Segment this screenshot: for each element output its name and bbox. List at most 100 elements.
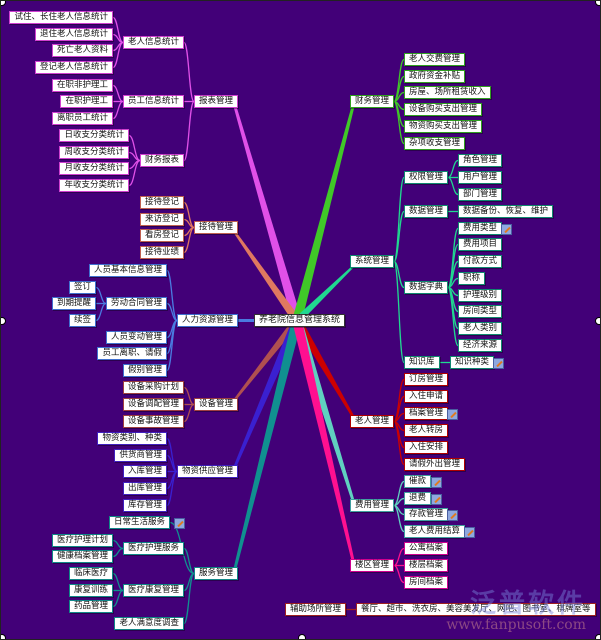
node-fee-management[interactable]: 费用管理	[350, 499, 395, 512]
node-medicine-management[interactable]: 药品管理	[68, 600, 113, 613]
resize-handle[interactable]	[1, 1, 6, 6]
node-discharged-elder-stats[interactable]: 退住老人信息统计	[34, 28, 113, 41]
node-staff-basic-info[interactable]: 人员基本信息管理	[88, 264, 167, 277]
node-knowledge-base[interactable]: 知识库	[404, 356, 440, 369]
node-supply-categories[interactable]: 物资类别、种类	[97, 432, 167, 445]
node-rental-income[interactable]: 房屋、场所租赁收入	[404, 86, 491, 99]
node-satisfaction-survey[interactable]: 老人满意度调查	[114, 617, 184, 630]
node-elder-category[interactable]: 老人类别	[458, 322, 503, 335]
node-admission-application[interactable]: 入住申请	[404, 390, 449, 403]
note-icon[interactable]	[501, 224, 512, 235]
node-departed-staff-stats[interactable]: 离职员工统计	[51, 112, 113, 125]
node-payment-method[interactable]: 付款方式	[458, 255, 503, 268]
note-icon[interactable]	[464, 527, 475, 538]
node-elder-fee-settlement[interactable]: 老人费用结算	[404, 525, 466, 538]
node-backup-restore[interactable]: 数据备份、恢复、维护	[458, 205, 554, 218]
node-fee-type[interactable]: 费用类型	[458, 222, 503, 235]
node-reception-management[interactable]: 接待管理	[193, 221, 238, 234]
node-supply-management[interactable]: 物资供应管理	[176, 465, 238, 478]
note-icon[interactable]	[174, 518, 185, 529]
node-medical-care-service[interactable]: 医疗护理服务	[122, 542, 184, 555]
node-visit-register[interactable]: 来访登记	[139, 213, 184, 226]
note-icon[interactable]	[431, 477, 442, 488]
node-expiry-reminder[interactable]: 到期提醒	[51, 297, 96, 310]
node-care-level[interactable]: 护理级别	[458, 289, 503, 302]
node-misc-income-expense[interactable]: 杂项收支管理	[404, 137, 466, 150]
node-report-management[interactable]: 报表管理	[193, 95, 238, 108]
node-monthly-stats[interactable]: 月收支分类统计	[59, 162, 129, 175]
node-records-management[interactable]: 档案管理	[404, 407, 449, 420]
node-refund[interactable]: 退费	[404, 492, 432, 505]
node-data-management[interactable]: 数据管理	[404, 205, 449, 218]
node-floor-records[interactable]: 楼层档案	[404, 559, 449, 572]
node-leave-types[interactable]: 假别管理	[122, 364, 167, 377]
node-job-title[interactable]: 职称	[458, 272, 486, 285]
node-staff-statistics[interactable]: 员工信息统计	[122, 95, 184, 108]
note-icon[interactable]	[447, 409, 458, 420]
node-knowledge-category[interactable]: 知识种类	[450, 356, 495, 369]
node-elder-room-transfer[interactable]: 老人转房	[404, 424, 449, 437]
resize-handle[interactable]	[595, 317, 600, 325]
node-hr-management[interactable]: 人力资源管理	[176, 314, 238, 327]
root-node[interactable]: 养老院信息管理系统	[254, 314, 346, 327]
node-room-records[interactable]: 房间档案	[404, 576, 449, 589]
node-contract-sign[interactable]: 签订	[68, 281, 96, 294]
node-contract-renew[interactable]: 续签	[68, 314, 96, 327]
node-equipment-management[interactable]: 设备管理	[193, 398, 238, 411]
node-clinical-care[interactable]: 临床医疗	[68, 567, 113, 580]
node-registered-elder-stats[interactable]: 登记老人信息统计	[34, 61, 113, 74]
node-income-source[interactable]: 经济来源	[458, 339, 503, 352]
node-elder-management[interactable]: 老人管理	[350, 415, 395, 428]
node-labor-contract[interactable]: 劳动合同管理	[105, 297, 167, 310]
node-room-type[interactable]: 房间类型	[458, 305, 503, 318]
node-service-management[interactable]: 服务管理	[193, 567, 238, 580]
node-building-management[interactable]: 楼区管理	[350, 559, 395, 572]
node-auxiliary-facilities[interactable]: 辅助场所管理	[285, 603, 347, 616]
resize-handle[interactable]	[298, 634, 306, 639]
node-daily-stats[interactable]: 日收支分类统计	[59, 129, 129, 142]
node-facility-list[interactable]: 餐厅、超市、洗衣房、美容美发厅、网吧、图书室、棋牌室等	[356, 603, 596, 616]
node-stock-in[interactable]: 入库管理	[122, 465, 167, 478]
node-government-subsidy[interactable]: 政府资金补贴	[404, 70, 466, 83]
node-room-booking[interactable]: 订房管理	[404, 373, 449, 386]
node-apartment-records[interactable]: 公寓档案	[404, 542, 449, 555]
node-active-non-caregivers[interactable]: 在职非护理工	[51, 79, 113, 92]
node-equipment-allocation[interactable]: 设备调配管理	[122, 398, 184, 411]
note-icon[interactable]	[447, 510, 458, 521]
node-leave-outing[interactable]: 请假外出管理	[404, 458, 466, 471]
node-system-management[interactable]: 系统管理	[350, 255, 395, 268]
node-stock-out[interactable]: 出库管理	[122, 482, 167, 495]
node-yearly-stats[interactable]: 年收支分类统计	[59, 179, 129, 192]
node-elder-payment[interactable]: 老人交费管理	[404, 53, 466, 66]
node-reception-register[interactable]: 接待登记	[139, 196, 184, 209]
node-equipment-purchase-plan[interactable]: 设备采购计划	[122, 381, 184, 394]
node-equipment-incidents[interactable]: 设备事故管理	[122, 415, 184, 428]
node-elder-statistics[interactable]: 老人信息统计	[122, 36, 184, 49]
node-supplier-management[interactable]: 供货商管理	[114, 449, 167, 462]
node-department-management[interactable]: 部门管理	[458, 188, 503, 201]
node-rehab-management[interactable]: 医疗康复管理	[122, 584, 184, 597]
resize-handle[interactable]	[1, 317, 6, 325]
node-rehab-training[interactable]: 康复训练	[68, 584, 113, 597]
node-deposit-management[interactable]: 存款管理	[404, 508, 449, 521]
node-data-dictionary[interactable]: 数据字典	[404, 281, 449, 294]
node-daily-living-service[interactable]: 日常生活服务	[108, 516, 170, 529]
node-equipment-expense[interactable]: 设备购买支出管理	[404, 103, 483, 116]
node-deceased-elder-records[interactable]: 死亡老人资料	[51, 44, 113, 57]
node-user-management[interactable]: 用户管理	[458, 171, 503, 184]
node-active-caregivers[interactable]: 在职护理工	[60, 95, 113, 108]
node-permission-management[interactable]: 权限管理	[404, 171, 449, 184]
node-finance-management[interactable]: 财务管理	[350, 95, 395, 108]
resize-handle[interactable]	[1, 634, 6, 639]
note-icon[interactable]	[493, 358, 504, 369]
node-medical-care-plan[interactable]: 医疗护理计划	[51, 534, 113, 547]
node-supply-expense[interactable]: 物资购买支出管理	[404, 120, 483, 133]
node-financial-reports[interactable]: 财务报表	[139, 154, 184, 167]
node-role-management[interactable]: 角色管理	[458, 154, 503, 167]
node-trial-longterm-elder-stats[interactable]: 试住、长住老人信息统计	[9, 11, 113, 24]
note-icon[interactable]	[431, 494, 442, 505]
node-room-viewing-register[interactable]: 看房登记	[139, 229, 184, 242]
resize-handle[interactable]	[595, 1, 600, 6]
node-weekly-stats[interactable]: 周收支分类统计	[59, 146, 129, 159]
resize-handle[interactable]	[595, 634, 600, 639]
